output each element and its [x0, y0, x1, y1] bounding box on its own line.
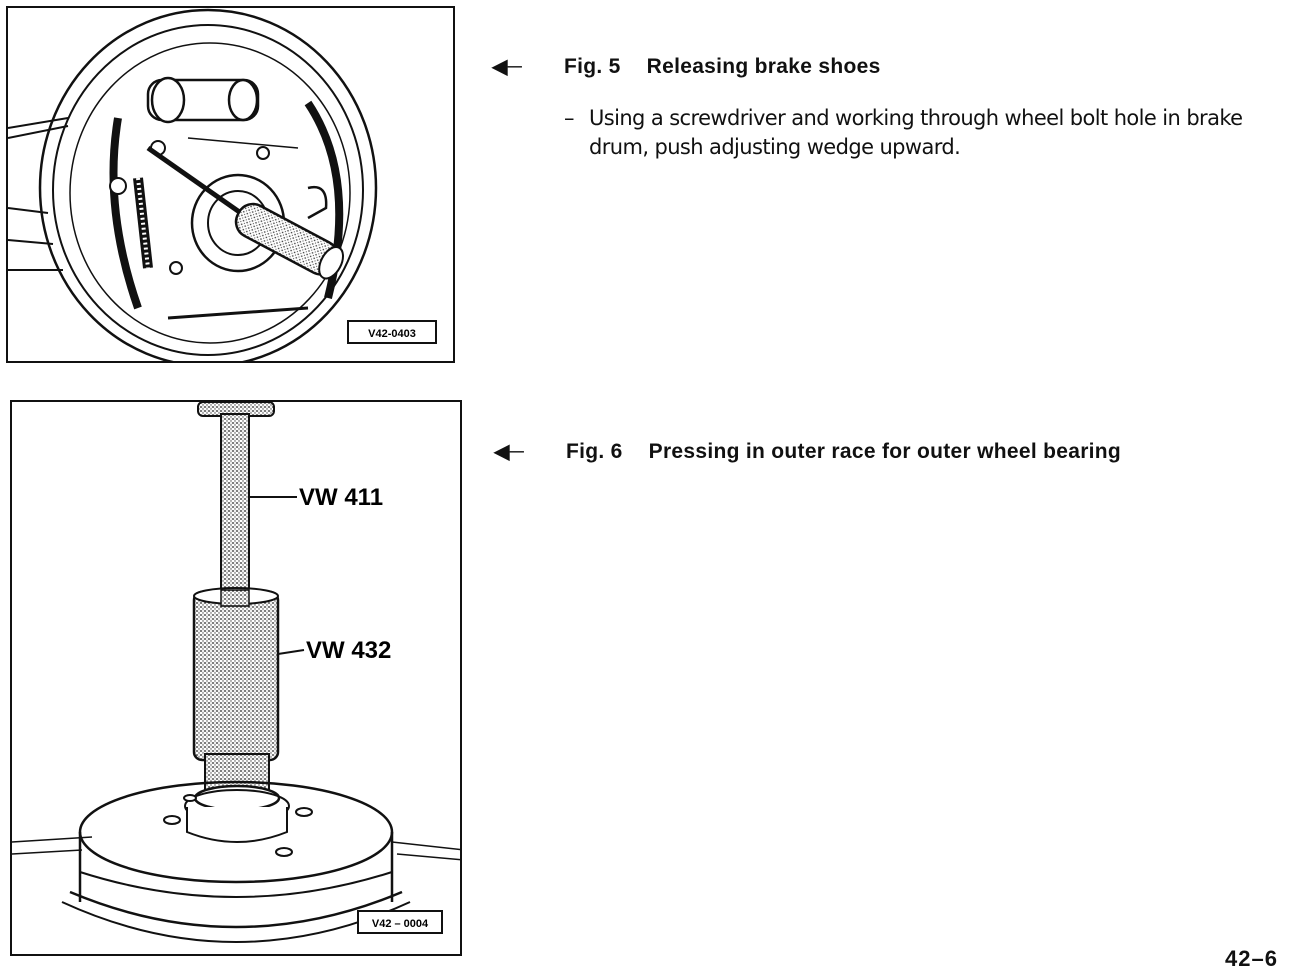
fig6-illustration: VW 411 VW 432 V42 – 0004 — [10, 400, 462, 956]
fig6-number: Fig. 6 — [566, 440, 623, 463]
fig5-instruction: – Using a screwdriver and working throug… — [564, 104, 1304, 162]
brake-assembly-drawing: V42-0403 — [8, 8, 437, 361]
bearing-press-drawing: VW 411 VW 432 V42 – 0004 — [12, 402, 460, 943]
fig6-image-ref: V42 – 0004 — [372, 918, 429, 930]
left-pointing-arrow-icon: ◀─ — [492, 56, 523, 78]
tool-label-vw411: VW 411 — [299, 484, 383, 511]
fig6-title: Pressing in outer race for outer wheel b… — [648, 440, 1122, 463]
fig5-image-ref: V42-0403 — [368, 328, 416, 340]
tool-label-vw432: VW 432 — [306, 637, 391, 664]
instruction-text: Using a screwdriver and working through … — [589, 106, 1243, 159]
fig5-title: Releasing brake shoes — [646, 55, 881, 78]
fig5-illustration: V42-0403 — [6, 6, 455, 363]
fig5-number: Fig. 5 — [564, 55, 621, 78]
fig6-caption: ◀─ Fig. 6 Pressing in outer race for out… — [494, 440, 1121, 464]
fig5-caption: ◀─ Fig. 5 Releasing brake shoes — [492, 55, 881, 79]
left-pointing-arrow-icon: ◀─ — [494, 441, 525, 463]
instruction-dash: – — [564, 106, 575, 130]
page-number: 42–6 — [1225, 946, 1278, 971]
